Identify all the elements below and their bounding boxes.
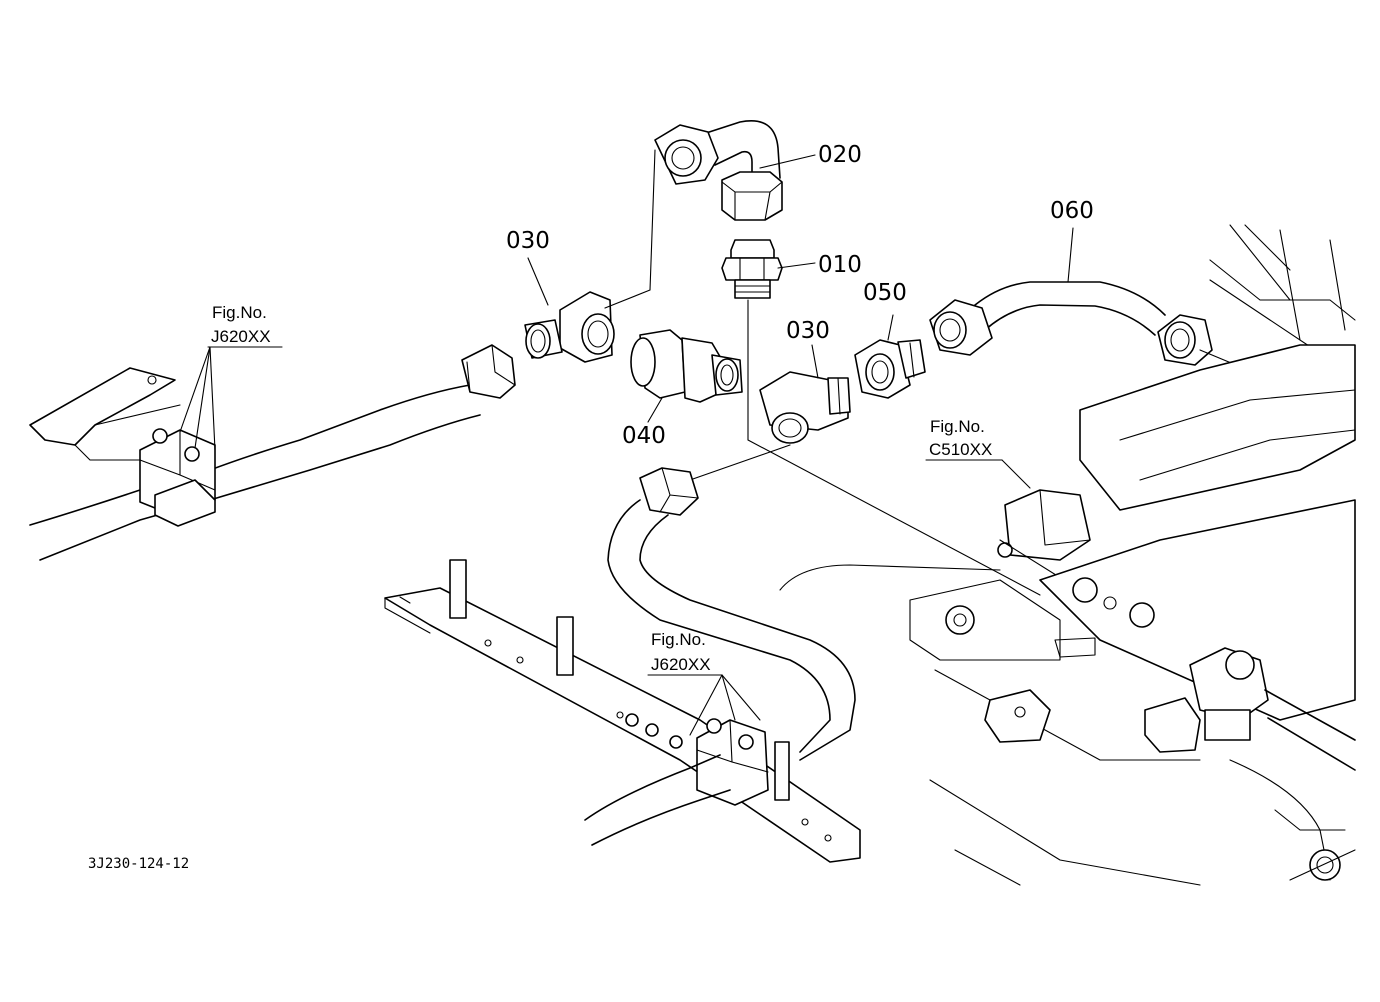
fig-ref-right-code: C510XX [929,440,992,459]
part-040-union [630,329,743,423]
fig-ref-right-title: Fig.No. [930,417,985,436]
fig-ref-bottom: Fig.No. J620XX [647,630,761,736]
callout-010: 010 [818,252,862,278]
part-060-pipe [929,227,1213,366]
part-010-adapter [721,239,816,299]
fig-ref-left-code: J620XX [211,327,271,346]
part-030-tee-left [524,257,615,363]
diagram-code: 3J230-124-12 [88,856,189,872]
fig-ref-left-title: Fig.No. [212,303,267,322]
part-020-elbow-pipe [654,120,816,221]
part-050-nut [854,314,926,399]
callout-030-right: 030 [786,318,830,344]
callout-060: 060 [1050,198,1094,224]
callout-020: 020 [818,142,862,168]
left-pipe-assembly [29,344,516,561]
callout-030-left: 030 [506,228,550,254]
fig-ref-left: Fig.No. J620XX [179,303,283,451]
fig-ref-right: Fig.No. C510XX [925,417,1031,489]
fig-ref-bottom-code: J620XX [651,655,711,674]
lower-pipe-assembly [384,467,861,863]
part-030-tee-right [759,344,851,444]
callout-040: 040 [622,423,666,449]
fig-ref-bottom-title: Fig.No. [651,630,706,649]
callout-050: 050 [863,280,907,306]
machine-body [779,224,1356,886]
